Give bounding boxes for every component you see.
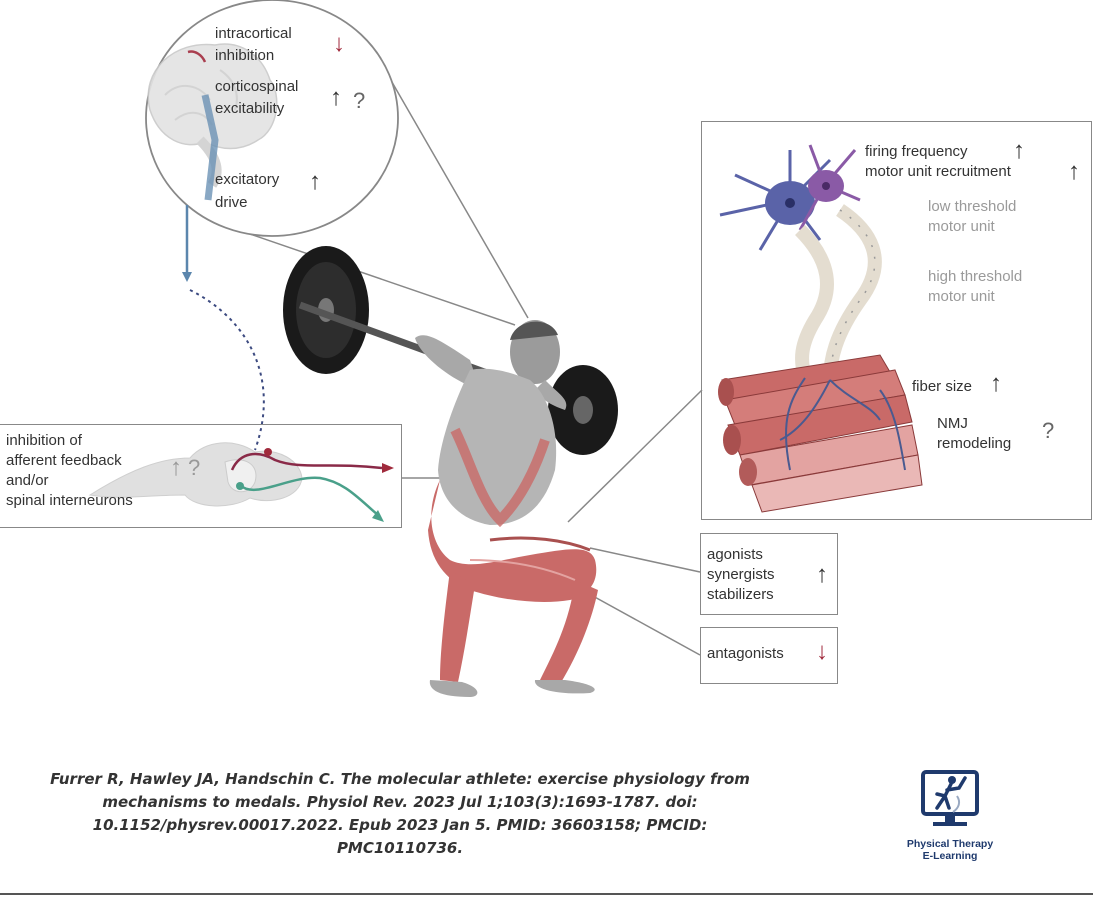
label-inhibition: inhibition [215, 47, 275, 64]
dotted-pathway [189, 289, 265, 451]
increase-arrow-icon: ↑ [990, 370, 1002, 397]
connector-line-brain [214, 221, 516, 326]
spinal-box [0, 424, 402, 528]
label-low-threshold-unit: motor unit [928, 218, 995, 235]
label-nmj: NMJ [937, 415, 968, 432]
label-synergists: synergists [707, 566, 775, 583]
connector-line-agonists [589, 547, 701, 573]
citation-line: Furrer R, Hawley JA, Handschin C. The mo… [50, 770, 750, 788]
logo-text-line2: E-Learning [922, 850, 978, 862]
spinal-cord-illustration [88, 442, 394, 522]
increase-arrow-icon: ↑ [309, 168, 321, 195]
bottom-border [0, 893, 1093, 895]
label-agonists: agonists [707, 546, 763, 563]
spinal-label-line2: afferent feedback [6, 452, 122, 469]
question-mark: ? [188, 455, 201, 480]
increase-arrow-icon: ↑ [330, 84, 342, 111]
connector-line-brain [384, 69, 529, 319]
logo-text-line1: Physical Therapy [906, 838, 994, 850]
spinal-label-line4: spinal interneurons [6, 492, 133, 509]
agonists-box [700, 533, 838, 615]
citation-line: mechanisms to medals. Physiol Rev. 2023 … [102, 793, 698, 811]
increase-arrow-icon: ↑ [1068, 158, 1080, 185]
label-motor-unit-recruitment: motor unit recruitment [865, 163, 1011, 180]
lifter-illustration [283, 246, 618, 697]
label-high-threshold-unit: motor unit [928, 288, 995, 305]
antagonists-box [700, 627, 838, 684]
label-nmj-remodeling: remodeling [937, 435, 1012, 452]
question-mark: ? [353, 88, 366, 113]
spinal-label-line3: and/or [6, 472, 49, 489]
citation-line: PMC10110736. [336, 839, 464, 857]
label-antagonists: antagonists [707, 645, 784, 662]
label-high-threshold: high threshold [928, 268, 1023, 285]
citation: Furrer R, Hawley JA, Handschin C. The mo… [0, 768, 810, 860]
decrease-arrow-icon: ↓ [816, 638, 828, 665]
label-intracortical: intracortical [215, 25, 292, 42]
tract-arrowhead [182, 272, 192, 282]
brain-illustration [147, 43, 278, 201]
increase-arrow-icon: ↑ [170, 454, 182, 481]
label-excitatory: excitatory [215, 171, 280, 188]
question-mark: ? [1042, 418, 1055, 443]
citation-line: 10.1152/physrev.00017.2022. Epub 2023 Ja… [92, 816, 708, 834]
decrease-arrow-icon: ↓ [333, 30, 345, 57]
label-drive: drive [215, 194, 248, 211]
connector-line-antagonists [581, 589, 701, 656]
label-firing-frequency: firing frequency [865, 143, 968, 160]
label-stabilizers: stabilizers [707, 586, 774, 603]
connector-line-motor [650, 122, 702, 330]
connector-line-motor [567, 389, 703, 523]
label-corticospinal: corticospinal [215, 78, 299, 95]
label-fiber-size: fiber size [912, 378, 973, 395]
monitor-runner-icon [921, 770, 979, 826]
motor-unit-illustration [718, 144, 923, 513]
increase-arrow-icon: ↑ [1013, 137, 1025, 164]
spinal-label-line1: inhibition of [6, 432, 82, 449]
motor-unit-box [701, 121, 1092, 520]
label-excitability: excitability [215, 100, 285, 117]
increase-arrow-icon: ↑ [816, 561, 828, 588]
logo: Physical Therapy E-Learning [895, 768, 1005, 878]
label-low-threshold: low threshold [928, 198, 1017, 215]
